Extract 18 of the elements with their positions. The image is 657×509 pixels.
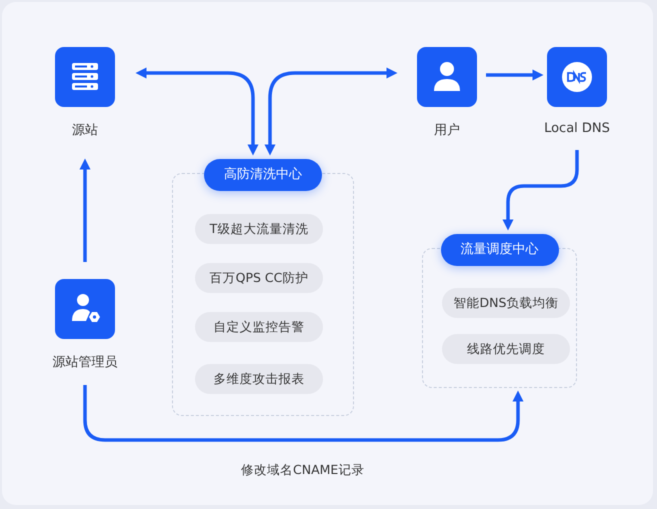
feature-pill: 自定义监控告警 bbox=[195, 312, 323, 342]
feature-pill: 线路优先调度 bbox=[442, 334, 570, 364]
arrow bbox=[136, 67, 259, 156]
arrow bbox=[79, 158, 91, 262]
feature-pill: 智能DNS负载均衡 bbox=[442, 288, 570, 318]
node-label: 源站 bbox=[71, 122, 99, 139]
node-label: 用户 bbox=[433, 122, 461, 139]
arrow bbox=[502, 150, 579, 230]
feature-pill: T级超大流量清洗 bbox=[195, 214, 323, 244]
arrow bbox=[264, 67, 398, 156]
feature-pill: 百万QPS CC防护 bbox=[195, 263, 323, 293]
feature-pill: 多维度攻击报表 bbox=[195, 364, 323, 394]
node-label: 源站管理员 bbox=[52, 354, 118, 371]
heading-pill: 流量调度中心 bbox=[440, 234, 558, 266]
arrow bbox=[83, 385, 524, 442]
node-label: Local DNS bbox=[543, 121, 611, 136]
heading-pill: 高防清洗中心 bbox=[204, 159, 322, 191]
arrow bbox=[486, 69, 544, 81]
